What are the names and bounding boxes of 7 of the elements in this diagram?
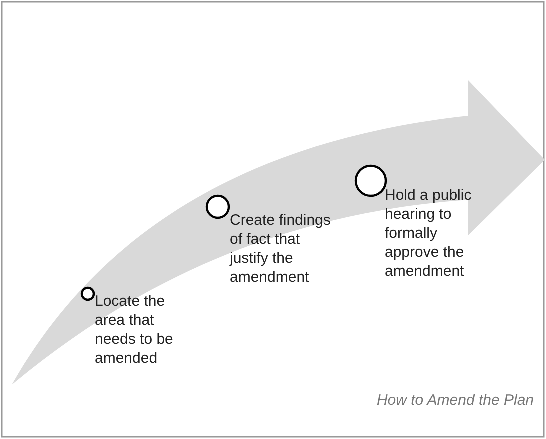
step-description: Locate the area that needs to be amended	[95, 292, 174, 368]
step-circle	[80, 286, 96, 302]
step-description: Create findings of fact that justify the amendment	[230, 211, 332, 287]
step-circle	[354, 164, 388, 198]
step-circle	[205, 194, 231, 220]
caption: How to Amend the Plan	[376, 392, 534, 409]
step-description: Hold a public hearing to formally approve the amendment	[385, 186, 473, 281]
